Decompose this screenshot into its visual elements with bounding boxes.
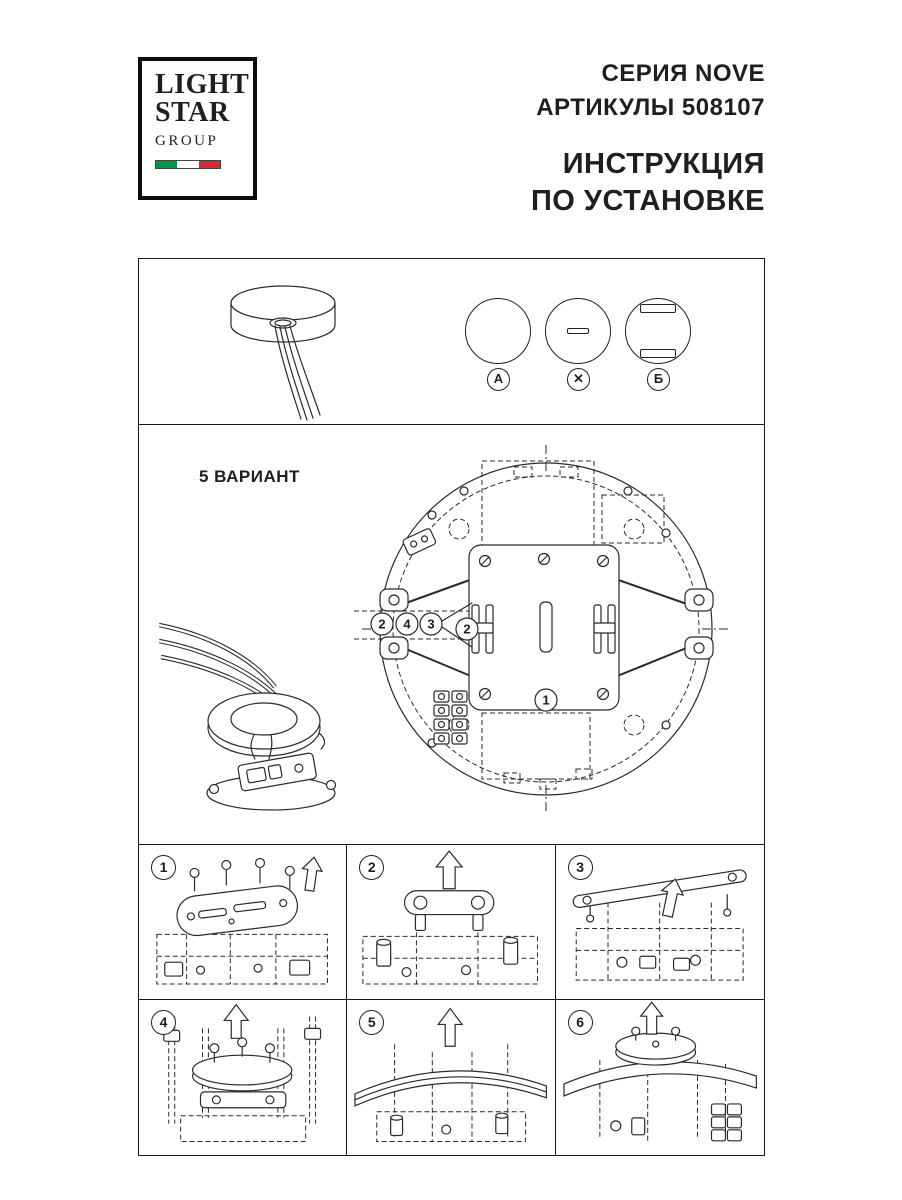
up-arrow-icon: [435, 850, 464, 890]
leader-lines: [354, 610, 474, 640]
flag-green: [156, 161, 178, 168]
wires: [274, 325, 321, 421]
screw-head-type-b: [625, 298, 691, 364]
step-2-number: 2: [359, 855, 385, 880]
step-5-drawing: [354, 1007, 548, 1142]
label-type-a: А: [487, 368, 510, 391]
callout-2b: 2: [463, 622, 470, 637]
step-1: 1: [139, 845, 348, 1000]
screw-head-type-a: [465, 298, 531, 364]
driver-box: [237, 752, 317, 792]
italian-flag-strip: [155, 160, 221, 169]
logo-line-1: LIGHT: [155, 69, 250, 100]
spring-arms: [405, 576, 685, 680]
up-arrow-icon: [639, 1001, 664, 1035]
article-number: АРТИКУЛЫ 508107: [536, 94, 765, 121]
connector-block: [402, 528, 437, 556]
screw-head-type-x: [545, 298, 611, 364]
callout-3: 3: [427, 617, 434, 632]
instruction-title-line1: ИНСТРУКЦИЯ: [562, 148, 765, 180]
variant-label: 5 ВАРИАНТ: [199, 467, 300, 486]
step-6-number: 6: [567, 1010, 593, 1035]
ceiling-canopy-drawing: [230, 285, 336, 421]
label-type-x: ✕: [567, 368, 590, 391]
step-3-drawing: [572, 869, 747, 981]
up-arrow-icon: [660, 878, 684, 918]
flag-white: [177, 161, 199, 168]
up-arrow-icon: [301, 856, 324, 892]
step-1-drawing: [156, 856, 328, 985]
variant-panel: 5 ВАРИАНТ: [138, 425, 765, 845]
callouts: 2 4 3 2 1: [370, 612, 558, 712]
callout-1: 1: [542, 693, 549, 708]
step-3: 3: [555, 845, 764, 1000]
step-5-number: 5: [359, 1010, 385, 1035]
plate-screws: [478, 552, 610, 701]
mount-types-panel: А ✕ Б: [138, 258, 765, 425]
callout-2a: 2: [378, 617, 385, 632]
installation-steps-grid: 1: [138, 845, 765, 1156]
logo-line-3: GROUP: [155, 133, 219, 149]
center-slot: [539, 601, 553, 653]
up-arrow-icon: [223, 1003, 250, 1039]
content-column: А ✕ Б 5 ВАРИАНТ: [138, 258, 765, 1156]
mounting-plate-diagram: 2 4 3 2 1: [354, 445, 730, 813]
terminal-block: [433, 690, 468, 745]
edge-clamps: [379, 588, 714, 660]
step-6-drawing: [563, 1001, 757, 1144]
logo-line-2: STAR: [155, 97, 230, 128]
lightstar-logo: LIGHT STAR GROUP: [138, 57, 257, 200]
clip-top: [640, 304, 676, 313]
up-arrow-icon: [437, 1007, 464, 1047]
step-6: 6: [556, 1000, 764, 1155]
construction-dashes: [448, 460, 665, 790]
step-2-drawing: [362, 850, 539, 985]
flag-red: [198, 161, 220, 168]
step-5: 5: [347, 1000, 556, 1155]
step-4-number: 4: [151, 1010, 176, 1035]
step-4: 4: [139, 1000, 348, 1155]
document-header: СЕРИЯ NOVE АРТИКУЛЫ 508107 ИНСТРУКЦИЯ ПО…: [531, 60, 765, 218]
screw-slot: [567, 328, 589, 334]
step-2: 2: [347, 845, 556, 1000]
step-1-number: 1: [151, 855, 176, 880]
step-4-drawing: [163, 1003, 322, 1142]
series-title: СЕРИЯ NOVE: [601, 60, 765, 87]
clip-bottom: [640, 349, 676, 358]
callout-4: 4: [403, 617, 411, 632]
step-3-number: 3: [567, 855, 593, 880]
label-type-b: Б: [647, 368, 670, 391]
terminal-block: [710, 1103, 742, 1142]
wire-assembly-drawing: [159, 622, 337, 811]
instruction-title-line2: ПО УСТАНОВКЕ: [530, 185, 765, 217]
